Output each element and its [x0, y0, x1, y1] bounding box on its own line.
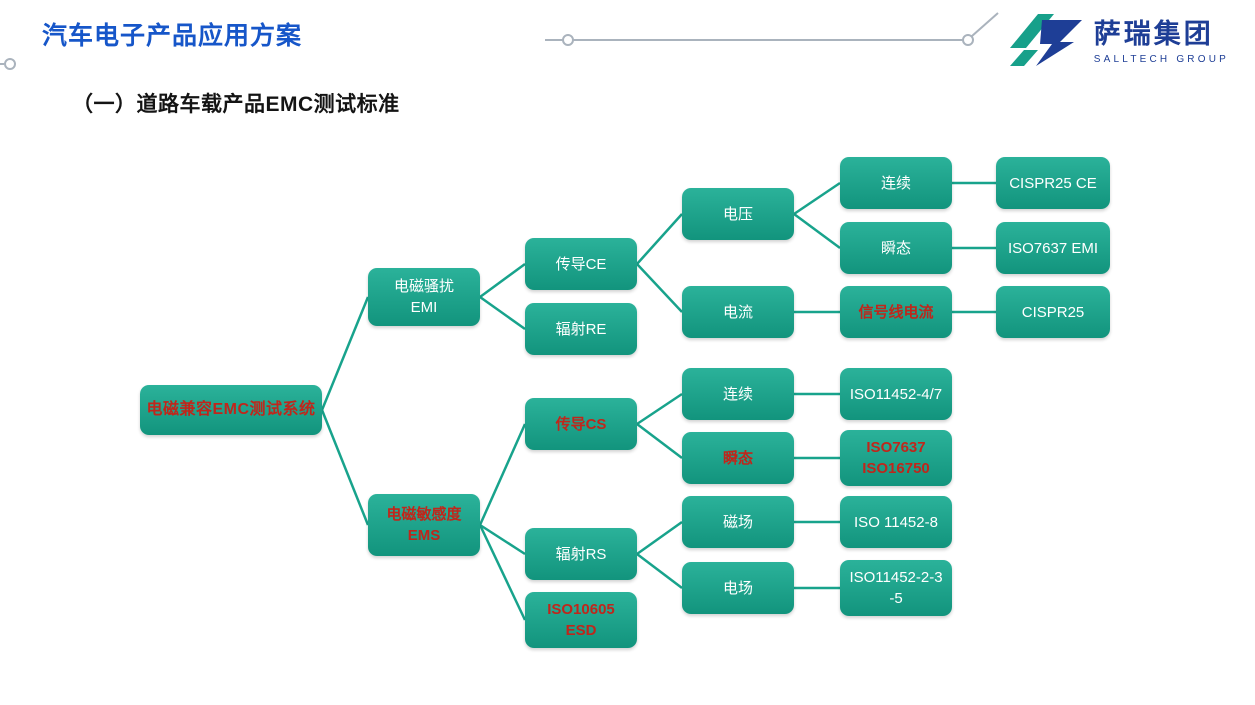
node-iso11452-4-7: ISO11452-4/7 — [840, 368, 952, 420]
node-emi: 电磁骚扰 EMI — [368, 268, 480, 326]
node-voltage: 电压 — [682, 188, 794, 240]
logo-company-name: 萨瑞集团 — [1093, 19, 1214, 49]
node-iso11452-2-3-5: ISO11452-2-3 -5 — [840, 560, 952, 616]
node-radiated-rs: 辐射RS — [525, 528, 637, 580]
node-current: 电流 — [682, 286, 794, 338]
salltech-logo-icon — [1009, 14, 1082, 66]
node-cispr25: CISPR25 — [996, 286, 1110, 338]
node-continuous-1: 连续 — [840, 157, 952, 209]
node-continuous-2: 连续 — [682, 368, 794, 420]
node-cispr25-ce: CISPR25 CE — [996, 157, 1110, 209]
logo-text: 萨瑞集团 SALLTECH GROUP — [1094, 12, 1229, 65]
company-logo: 萨瑞集团 SALLTECH GROUP — [1008, 12, 1229, 68]
logo-company-subtitle: SALLTECH GROUP — [1093, 54, 1229, 65]
node-iso7637-iso16750: ISO7637 ISO16750 — [840, 430, 952, 486]
node-signal-line-current: 信号线电流 — [840, 286, 952, 338]
node-iso10605-esd: ISO10605 ESD — [525, 592, 637, 648]
node-ems: 电磁敏感度 EMS — [368, 494, 480, 556]
node-conducted-cs: 传导CS — [525, 398, 637, 450]
section-title: （一）道路车载产品EMC测试标准 — [72, 93, 400, 116]
node-magnetic-field: 磁场 — [682, 496, 794, 548]
node-transient-1: 瞬态 — [840, 222, 952, 274]
node-radiated-re: 辐射RE — [525, 303, 637, 355]
node-transient-2: 瞬态 — [682, 432, 794, 484]
node-electric-field: 电场 — [682, 562, 794, 614]
node-root: 电磁兼容EMC测试系统 — [140, 385, 322, 435]
node-conducted-ce: 传导CE — [525, 238, 637, 290]
node-iso11452-8: ISO 11452-8 — [840, 496, 952, 548]
page-title: 汽车电子产品应用方案 — [42, 22, 303, 50]
node-iso7637-emi: ISO7637 EMI — [996, 222, 1110, 274]
